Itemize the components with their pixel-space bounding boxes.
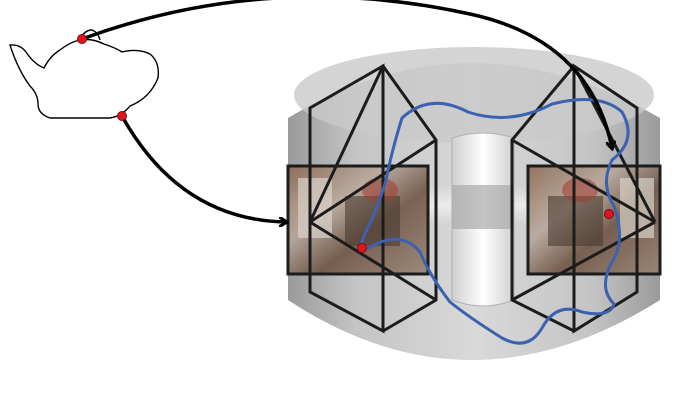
point-teapot-bottom	[117, 111, 127, 121]
frustum-right-ray-bottom	[511, 220, 656, 302]
point-teapot-top	[77, 34, 87, 44]
points	[77, 34, 614, 253]
frustum-left-ray-top	[308, 65, 385, 223]
cylinder-top-rim	[294, 47, 654, 143]
frustum-right-fan	[510, 65, 576, 333]
point-left-image	[357, 243, 367, 253]
frustum-right-mid	[511, 138, 656, 224]
core-dark-band	[452, 185, 514, 229]
arrow-bottom	[120, 114, 286, 222]
frustum-left-mid	[309, 138, 437, 224]
image-plane-right	[528, 166, 660, 274]
camera-frustums	[286, 63, 662, 334]
arrow-top	[80, 0, 612, 148]
arrows	[80, 0, 612, 222]
point-right-image	[604, 209, 614, 219]
frustum-left-ray-bottom	[309, 220, 437, 302]
image-frame-right	[526, 164, 662, 276]
frustum-left-fan	[381, 65, 438, 333]
